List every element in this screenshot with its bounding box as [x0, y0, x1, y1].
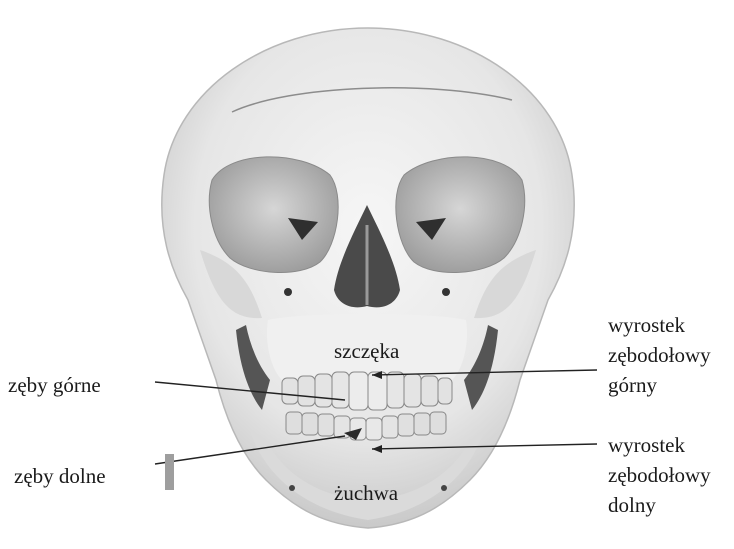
left-mental-foramen — [289, 485, 295, 491]
grey-marker-bar — [165, 454, 174, 490]
right-infraorbital-foramen — [442, 288, 450, 296]
right-orbit — [396, 157, 525, 273]
label-upper-process-line1: wyrostek — [608, 310, 711, 340]
label-upper-alveolar-process: wyrostek zębodołowy górny — [608, 310, 711, 400]
label-lower-alveolar-process: wyrostek zębodołowy dolny — [608, 430, 711, 520]
label-lower-process-line3: dolny — [608, 490, 711, 520]
left-infraorbital-foramen — [284, 288, 292, 296]
right-mental-foramen — [441, 485, 447, 491]
label-mandible: żuchwa — [334, 478, 398, 508]
label-upper-teeth: zęby górne — [8, 370, 101, 400]
label-upper-process-line3: górny — [608, 370, 711, 400]
label-upper-process-line2: zębodołowy — [608, 340, 711, 370]
left-orbit — [209, 157, 338, 273]
label-lower-process-line2: zębodołowy — [608, 460, 711, 490]
label-maxilla: szczęka — [334, 336, 399, 366]
label-lower-teeth: zęby dolne — [14, 461, 106, 491]
label-lower-process-line1: wyrostek — [608, 430, 711, 460]
upper-teeth — [282, 372, 452, 410]
